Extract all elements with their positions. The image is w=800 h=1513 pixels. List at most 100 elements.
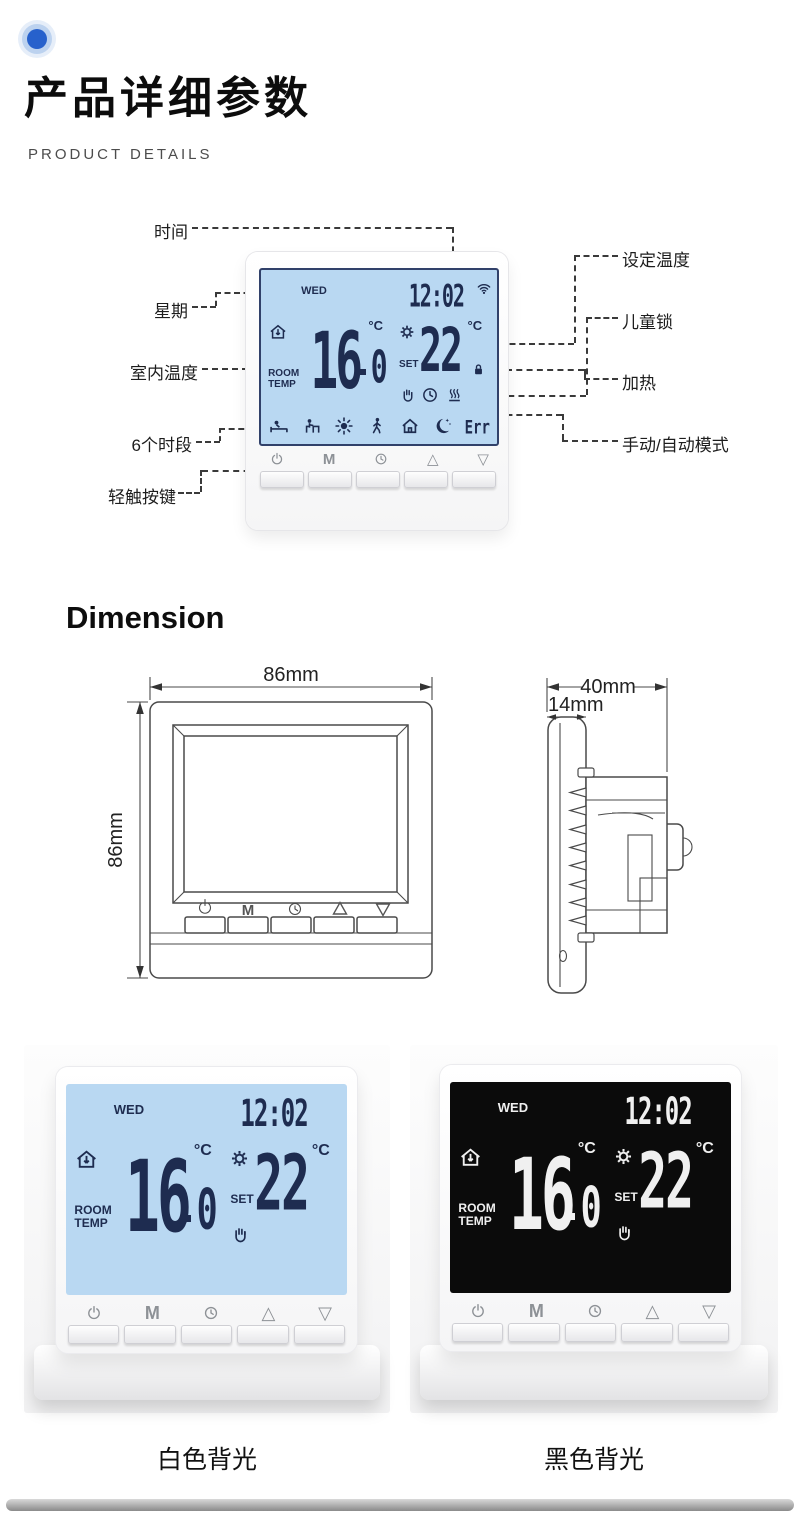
button-symbol-row: M △ ▽ <box>86 1302 332 1324</box>
callout-label-periods: 6个时段 <box>131 436 192 455</box>
set-temp-display: 22 <box>419 315 463 386</box>
dimension-drawing: M 86mm 86mm <box>105 664 693 994</box>
room-temp-decimal: 0 <box>370 341 388 395</box>
callout-label-mode: 手动/自动模式 <box>622 436 729 455</box>
clock-key <box>180 1325 233 1344</box>
time-display: 12:02 <box>624 1090 692 1134</box>
set-temp-unit: °C <box>467 317 483 333</box>
caption-black-backlight: 黑色背光 <box>543 1446 644 1474</box>
callout-line <box>574 255 576 343</box>
time-display: 12:02 <box>240 1092 308 1136</box>
down-button-label: ▽ <box>318 1302 332 1324</box>
clock-icon <box>203 1305 219 1321</box>
home-temperature-icon <box>268 322 288 347</box>
set-temp-unit: °C <box>695 1140 714 1158</box>
up-button-label: △ <box>645 1300 660 1322</box>
callout-line <box>192 227 452 229</box>
manual-hand-icon <box>230 1224 251 1250</box>
callout-label-set-temp: 设定温度 <box>622 251 690 270</box>
callout-line <box>202 368 278 370</box>
room-temp-decimal: 0 <box>580 1176 602 1241</box>
callout-label-week: 星期 <box>154 302 188 321</box>
wall-base-plate <box>34 1345 380 1400</box>
front-height-dim: 86mm <box>105 812 127 868</box>
mode-button-label: M <box>528 1300 544 1321</box>
set-label: SET <box>614 1189 638 1204</box>
callout-label-room-temp: 室内温度 <box>130 364 198 383</box>
power-icon <box>270 452 284 466</box>
room-temp-display: 16 <box>509 1136 576 1253</box>
room-temp-unit: °C <box>193 1142 212 1160</box>
callout-line <box>506 369 584 371</box>
room-temp-display: 16 <box>125 1138 192 1255</box>
panel-depth-dim: 14mm <box>548 694 604 716</box>
down-key <box>293 1325 346 1344</box>
callout-line <box>562 414 564 440</box>
moon-icon <box>432 416 452 436</box>
callout-line <box>586 317 618 319</box>
callout-line <box>452 227 454 262</box>
power-key <box>68 1325 120 1344</box>
callout-label-touch-keys: 轻触按键 <box>108 488 176 507</box>
callout-line <box>584 378 618 380</box>
clock-key <box>564 1323 617 1342</box>
callout-line <box>178 492 200 494</box>
callout-line <box>584 369 586 378</box>
power-icon <box>470 1303 486 1319</box>
set-temp-display: 22 <box>638 1136 694 1227</box>
callout-line <box>586 317 588 395</box>
room-temp-decimal: 0 <box>196 1178 218 1243</box>
callout-label-heating: 加热 <box>622 374 656 393</box>
room-temp-unit: °C <box>368 317 383 333</box>
mode-button-label: M <box>144 1302 160 1323</box>
manual-hand-icon <box>614 1222 635 1248</box>
callout-line <box>192 306 216 308</box>
home-temperature-icon <box>458 1145 483 1175</box>
time-display: 12:02 <box>408 276 465 315</box>
clock-icon <box>374 452 388 466</box>
wall-base-plate <box>420 1345 768 1400</box>
up-button-label: △ <box>261 1302 276 1324</box>
mode-button-label: M <box>322 450 336 468</box>
down-button-label: ▽ <box>702 1300 716 1322</box>
page-subtitle: PRODUCT DETAILS <box>28 146 213 163</box>
room-temp-display: 16 <box>310 315 363 408</box>
mode-key <box>508 1323 560 1342</box>
mode-key <box>124 1325 176 1344</box>
error-text: Err <box>464 418 490 439</box>
up-key <box>404 471 448 488</box>
callout-line <box>215 292 217 306</box>
up-button-label: △ <box>427 450 439 468</box>
home-temperature-icon <box>74 1147 99 1177</box>
manual-hand-icon <box>399 386 417 409</box>
gear-icon <box>230 1149 249 1173</box>
front-width-dim: 86mm <box>263 664 319 686</box>
dimension-title: Dimension <box>66 600 225 635</box>
wifi-icon <box>476 280 492 301</box>
power-icon <box>86 1305 102 1321</box>
touch-key-row <box>68 1325 346 1344</box>
up-key <box>237 1325 289 1344</box>
callout-line <box>562 440 618 442</box>
callout-line <box>196 441 220 443</box>
weekday-text: WED <box>113 1101 145 1117</box>
child-lock-icon <box>471 362 486 382</box>
wake-bed-icon <box>269 416 289 436</box>
house-icon <box>400 416 420 436</box>
touch-key-row <box>452 1323 730 1342</box>
power-key <box>452 1323 504 1342</box>
down-key <box>677 1323 730 1342</box>
clock-icon <box>587 1303 603 1319</box>
weekday-text: WED <box>497 1099 529 1115</box>
caption-white-backlight: 白色背光 <box>156 1446 257 1474</box>
set-temp-display: 22 <box>254 1138 310 1229</box>
